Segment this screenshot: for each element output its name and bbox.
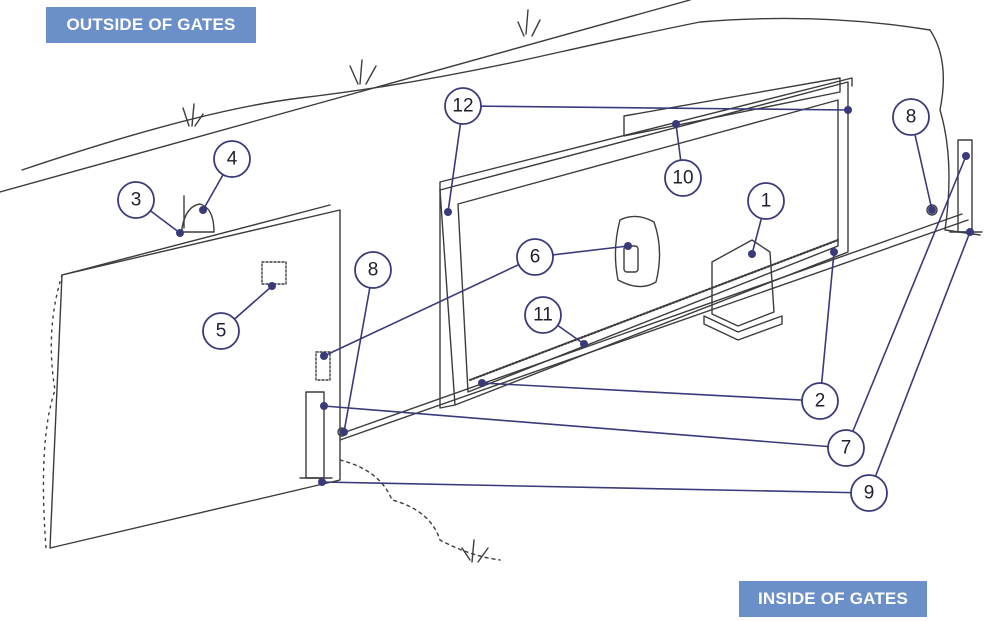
leader-7a bbox=[323, 405, 847, 449]
callout-8b: 8 bbox=[906, 107, 917, 128]
grass-tuft bbox=[349, 59, 377, 85]
callout-5-circle bbox=[202, 312, 240, 350]
gate-stop-right bbox=[926, 204, 938, 216]
gate-housing bbox=[623, 77, 841, 137]
ground-rocks bbox=[339, 459, 501, 561]
callout-2-circle bbox=[801, 382, 839, 420]
callout-9: 9 bbox=[864, 483, 875, 504]
leader-2a bbox=[481, 382, 821, 402]
ground-line-outer bbox=[0, 0, 691, 193]
leader-7b bbox=[845, 155, 967, 449]
callout-4-circle bbox=[213, 140, 251, 178]
callout-6-circle bbox=[516, 238, 554, 276]
key-selector-plate bbox=[614, 215, 661, 288]
left-wall-front bbox=[49, 209, 341, 549]
callout-10: 10 bbox=[672, 168, 693, 189]
callout-3-circle bbox=[117, 181, 155, 219]
callout-12: 12 bbox=[452, 96, 473, 117]
callout-12-circle bbox=[444, 87, 482, 125]
grass-tuft bbox=[182, 103, 204, 127]
track-rail-2 bbox=[339, 213, 963, 435]
post-left-photocell bbox=[315, 351, 331, 381]
flashing-light bbox=[181, 203, 215, 233]
leader-9a bbox=[321, 481, 870, 494]
gate-edge-post bbox=[439, 189, 456, 409]
receiver-box bbox=[261, 261, 287, 285]
left-wall-rough-edge bbox=[42, 274, 63, 549]
motor-unit-body bbox=[711, 239, 775, 327]
gate-top-rail bbox=[439, 77, 853, 191]
gate-frame-outer bbox=[439, 81, 849, 406]
callout-2: 2 bbox=[815, 391, 826, 412]
callout-4: 4 bbox=[227, 149, 238, 170]
callout-1-circle bbox=[747, 182, 785, 220]
ground-line-wall bbox=[21, 17, 931, 171]
callout-8b-circle bbox=[892, 98, 930, 136]
callout-7-circle bbox=[827, 429, 865, 467]
callout-8a-circle bbox=[354, 251, 392, 289]
callout-6: 6 bbox=[530, 247, 541, 268]
leader-9b bbox=[868, 231, 971, 494]
grass-tuft bbox=[517, 9, 541, 37]
gate-frame-inner bbox=[457, 99, 839, 393]
grass-tuft bbox=[461, 539, 489, 563]
outside-of-gates-label: OUTSIDE OF GATES bbox=[46, 7, 256, 43]
leader-6b bbox=[323, 256, 536, 357]
key-selector bbox=[623, 245, 639, 273]
leader-8a bbox=[343, 269, 374, 433]
callout-1: 1 bbox=[761, 191, 772, 212]
callout-10-circle bbox=[664, 159, 702, 197]
callout-3: 3 bbox=[131, 190, 142, 211]
gear-rack bbox=[468, 238, 840, 382]
track-rail bbox=[339, 219, 969, 441]
callout-9-circle bbox=[850, 474, 888, 512]
leader-12a bbox=[462, 105, 849, 111]
callout-11-circle bbox=[524, 296, 562, 334]
callout-8a: 8 bbox=[368, 260, 379, 281]
callout-5: 5 bbox=[216, 321, 227, 342]
inside-of-gates-label: INSIDE OF GATES bbox=[739, 581, 927, 617]
left-wall-top bbox=[61, 204, 331, 276]
leader-2b bbox=[819, 251, 835, 402]
motor-unit-base bbox=[703, 315, 783, 341]
callout-11: 11 bbox=[533, 305, 553, 326]
callout-7: 7 bbox=[841, 438, 852, 459]
